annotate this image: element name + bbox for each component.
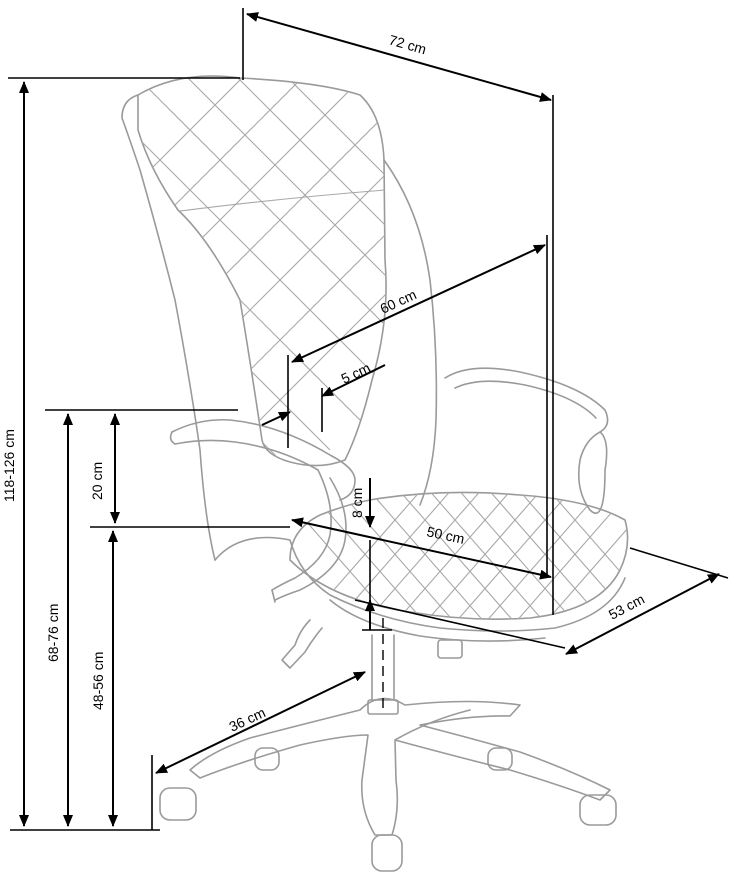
armrest-left bbox=[171, 418, 356, 501]
label-base-radius: 36 cm bbox=[227, 704, 268, 735]
gas-cylinder bbox=[371, 634, 395, 701]
label-total-height: 118-126 cm bbox=[1, 429, 17, 502]
armrest-left-support-inner bbox=[271, 469, 332, 591]
chair-outline bbox=[121, 75, 629, 872]
dim-line-seat-width bbox=[565, 573, 720, 655]
label-seat-depth: 50 cm bbox=[425, 523, 466, 547]
seat-underside bbox=[329, 599, 546, 642]
tilt-lever bbox=[281, 619, 323, 669]
tension-knob bbox=[437, 639, 463, 659]
armrest-left-pad bbox=[169, 431, 319, 471]
dim-line-width bbox=[246, 12, 552, 102]
label-seat-height: 48-56 cm bbox=[90, 652, 106, 710]
casters bbox=[159, 747, 617, 872]
armrest-right-top bbox=[454, 380, 597, 419]
label-thickness: 5 cm bbox=[339, 359, 373, 386]
dim-line-backrest bbox=[291, 244, 546, 363]
seat-front bbox=[214, 536, 626, 632]
backrest-quilting bbox=[138, 76, 387, 466]
armrest-right bbox=[444, 367, 609, 515]
label-armrest-total: 68-76 cm bbox=[45, 604, 61, 662]
dim-line-seat-depth bbox=[291, 517, 552, 580]
dim-line-base-radius bbox=[155, 671, 366, 774]
backrest-rear-edge bbox=[383, 159, 438, 506]
star-base bbox=[189, 697, 611, 836]
label-armrest: 20 cm bbox=[89, 462, 105, 500]
dimension-lines bbox=[8, 8, 729, 831]
label-seat-width: 53 cm bbox=[606, 591, 647, 623]
label-height-adjust: 8 cm bbox=[349, 488, 365, 518]
backrest-side bbox=[121, 94, 216, 561]
dim-line-thickness bbox=[261, 411, 291, 426]
label-width: 72 cm bbox=[387, 32, 428, 58]
